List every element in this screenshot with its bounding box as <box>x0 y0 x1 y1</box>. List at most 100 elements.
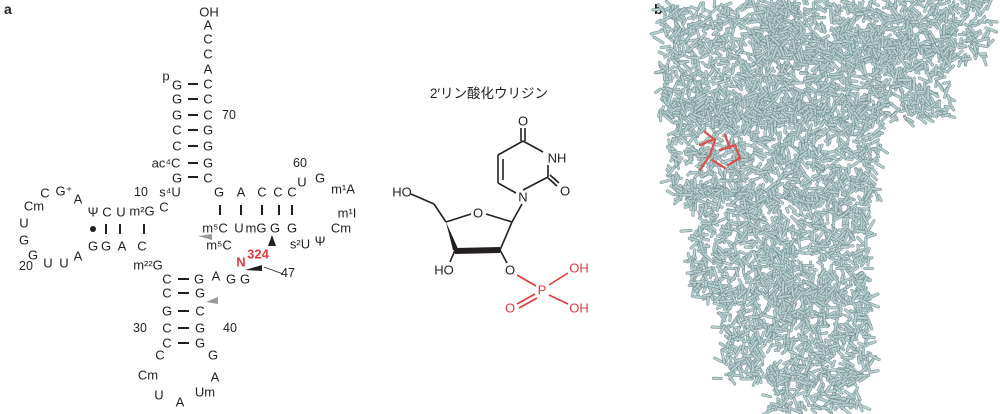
atom-bond <box>723 83 734 87</box>
atom-bond <box>863 159 872 163</box>
atom-bond <box>737 84 743 91</box>
nucleotide: Cm <box>138 368 158 383</box>
nucleotide: G <box>315 171 325 186</box>
atom-bond <box>678 66 684 74</box>
phosphate-bonds <box>516 272 569 309</box>
atom-bond <box>942 81 951 85</box>
atom-bond <box>718 89 727 99</box>
atom-bond <box>675 74 681 81</box>
nucleotide: OH <box>199 5 219 20</box>
atom-o-ring: O <box>473 206 483 221</box>
atom-bond <box>687 7 694 17</box>
atom-bond <box>695 44 705 55</box>
nucleotide: U <box>297 175 306 190</box>
atom-bond <box>910 7 919 16</box>
atom-bond <box>727 55 733 62</box>
atom-bond <box>789 25 796 30</box>
atom-bond <box>772 90 781 95</box>
black-triangle-marker <box>245 265 262 271</box>
atom-bond <box>674 21 680 29</box>
atom-bond <box>728 19 734 31</box>
atom-bond <box>664 80 673 83</box>
phosphouridine-structure: 2′リン酸化ウリジン O <box>392 86 589 316</box>
nucleotide: m⁵C <box>202 221 228 236</box>
atom-bond <box>783 78 790 82</box>
nucleotide: G <box>19 233 29 248</box>
atom-bond <box>852 140 859 144</box>
atom-bond <box>920 18 927 22</box>
nucleotide: C <box>162 272 171 287</box>
atom-bond <box>685 75 692 80</box>
atom-bond <box>779 39 789 49</box>
nucleotide: C <box>203 108 212 123</box>
atom-bond <box>663 26 668 36</box>
sugar-wedge-bond <box>446 222 500 254</box>
atom-bond <box>682 46 686 56</box>
atom-bond <box>736 8 739 19</box>
atom-bond <box>739 35 744 47</box>
atom-bond <box>938 7 948 15</box>
atom-bond <box>805 65 809 72</box>
nucleotide: G <box>203 139 213 154</box>
atom-bond <box>825 6 832 9</box>
atom-bond <box>688 26 692 35</box>
nucleotide: G <box>194 272 204 287</box>
nucleotide: C <box>137 239 146 254</box>
atom-bond <box>821 50 831 55</box>
atom-bond <box>770 93 779 100</box>
atom-bond <box>862 101 869 105</box>
black-triangle-marker <box>268 235 276 246</box>
atom-bond <box>842 39 854 44</box>
gu-pair-dot <box>90 226 96 232</box>
nucleotide: G <box>101 239 111 254</box>
atom-bond <box>680 75 685 86</box>
atom-bond <box>902 9 907 19</box>
atom-bond <box>713 65 724 77</box>
atom-bond <box>934 64 938 76</box>
atom-bond <box>687 70 699 78</box>
atom-bond <box>715 57 729 60</box>
atom-bond <box>780 64 786 74</box>
atom-bond <box>692 11 698 20</box>
atom-phosphate-o: O <box>505 301 515 316</box>
atom-bond <box>674 27 682 38</box>
atom-bond <box>665 87 673 92</box>
atom-bond <box>663 65 675 74</box>
atom-bond <box>663 72 666 81</box>
position-number: 60 <box>293 156 307 170</box>
atom-bond <box>783 46 789 54</box>
nucleotide: s⁴U <box>159 185 180 200</box>
atom-bond <box>660 178 673 184</box>
atom-bond <box>745 4 754 8</box>
atom-bond <box>722 85 728 95</box>
position-number: 70 <box>222 108 236 122</box>
atom-bond <box>714 85 721 94</box>
nucleotide: Um <box>195 385 215 400</box>
atom-bond <box>783 81 790 90</box>
atom-nh: NH <box>548 151 567 166</box>
atom-bond <box>689 38 698 48</box>
atom-bond <box>657 3 665 14</box>
atom-bond <box>711 5 720 13</box>
nucleotide: U <box>234 221 243 236</box>
atom-o-c4: O <box>518 114 528 129</box>
nucleotide: G <box>195 321 205 336</box>
atom-bond <box>944 105 951 109</box>
nucleotide: G <box>203 123 213 138</box>
atom-bond <box>791 81 804 85</box>
atom-bond <box>655 19 662 24</box>
atom-bond <box>696 29 701 40</box>
atom-o-2prime: O <box>505 263 515 278</box>
atom-bond <box>785 79 793 85</box>
atom-bond <box>697 69 702 76</box>
atom-bond <box>741 39 747 47</box>
sugar-wedge-left <box>446 222 459 251</box>
atom-bond <box>674 36 679 44</box>
nucleotide: C <box>203 47 212 62</box>
atom-bond <box>780 56 790 59</box>
atom-bond <box>740 0 749 12</box>
atom-bond <box>745 77 753 87</box>
atom-bond <box>813 16 817 25</box>
position-number: 40 <box>223 321 237 335</box>
position-number: 30 <box>133 321 147 335</box>
